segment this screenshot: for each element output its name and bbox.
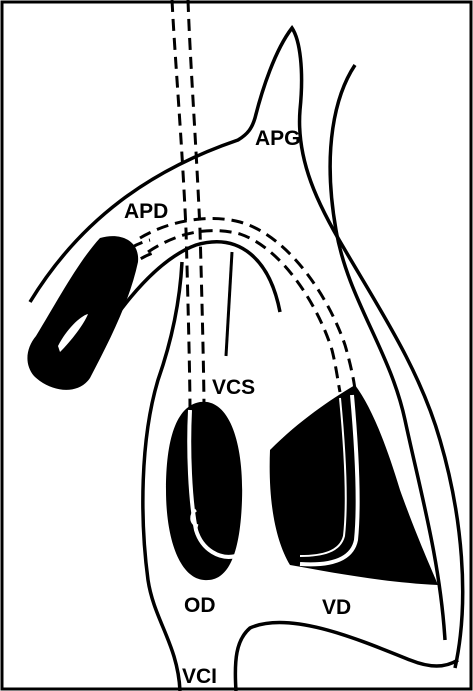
od-chamber	[166, 402, 242, 580]
vcs-line	[226, 252, 232, 356]
label-vcs: VCS	[212, 376, 255, 399]
heart-bottom-outline	[235, 622, 458, 691]
label-vci: VCI	[182, 665, 217, 688]
label-apd: APD	[124, 200, 168, 223]
pulmonary-branch-blob	[27, 236, 138, 390]
label-vd: VD	[322, 596, 351, 619]
label-od: OD	[184, 594, 216, 617]
label-apg: APG	[255, 127, 301, 150]
